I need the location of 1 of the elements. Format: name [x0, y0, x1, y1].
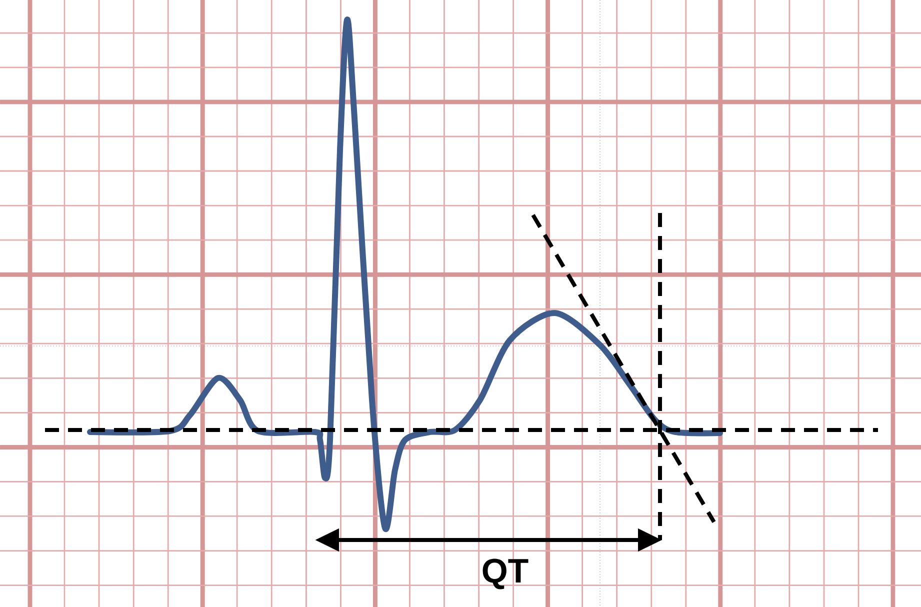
- interval-label: QT: [482, 558, 528, 590]
